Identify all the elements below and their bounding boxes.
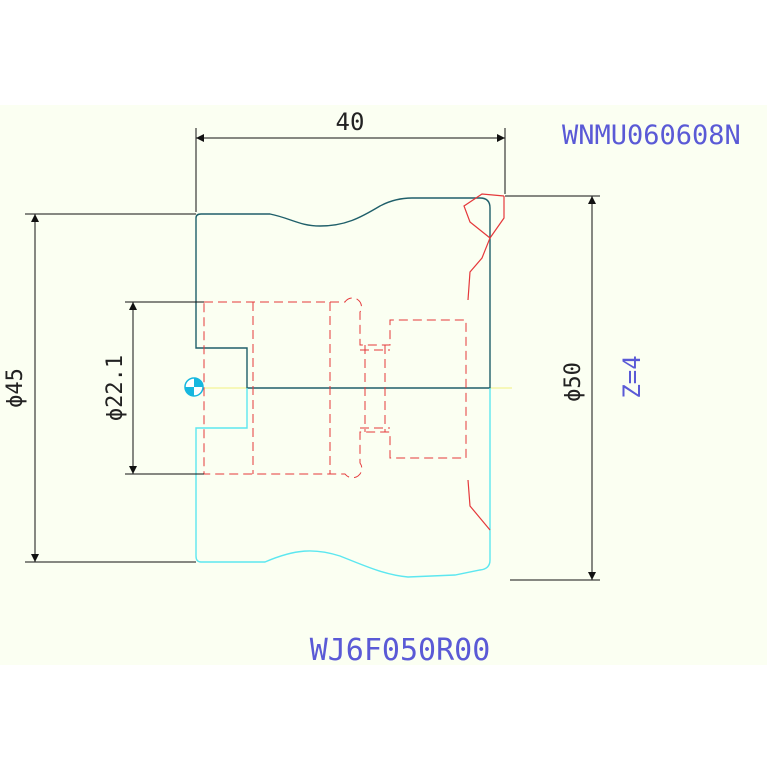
teeth-count-label: Z=4 xyxy=(618,355,646,398)
right-diameter-label: ϕ50 xyxy=(561,362,586,402)
insert-edge-upper xyxy=(463,193,505,301)
hidden-features xyxy=(203,297,467,479)
width-dimension-label: 40 xyxy=(336,108,365,136)
insert-edge-upper-tip xyxy=(489,196,505,239)
left-diameter-label: ϕ45 xyxy=(3,368,28,408)
insert-edge-lower xyxy=(467,479,491,531)
lower-profile-outline xyxy=(195,388,491,578)
tool-code-label: WJ6F050R00 xyxy=(310,633,491,668)
insert-edges xyxy=(463,193,505,531)
upper-profile-outline xyxy=(195,197,491,389)
bore-diameter-label: ϕ22.1 xyxy=(103,355,128,421)
insert-code-label: WNMU060608N xyxy=(562,120,741,151)
dimensions xyxy=(25,128,600,581)
center-mark xyxy=(184,377,204,397)
